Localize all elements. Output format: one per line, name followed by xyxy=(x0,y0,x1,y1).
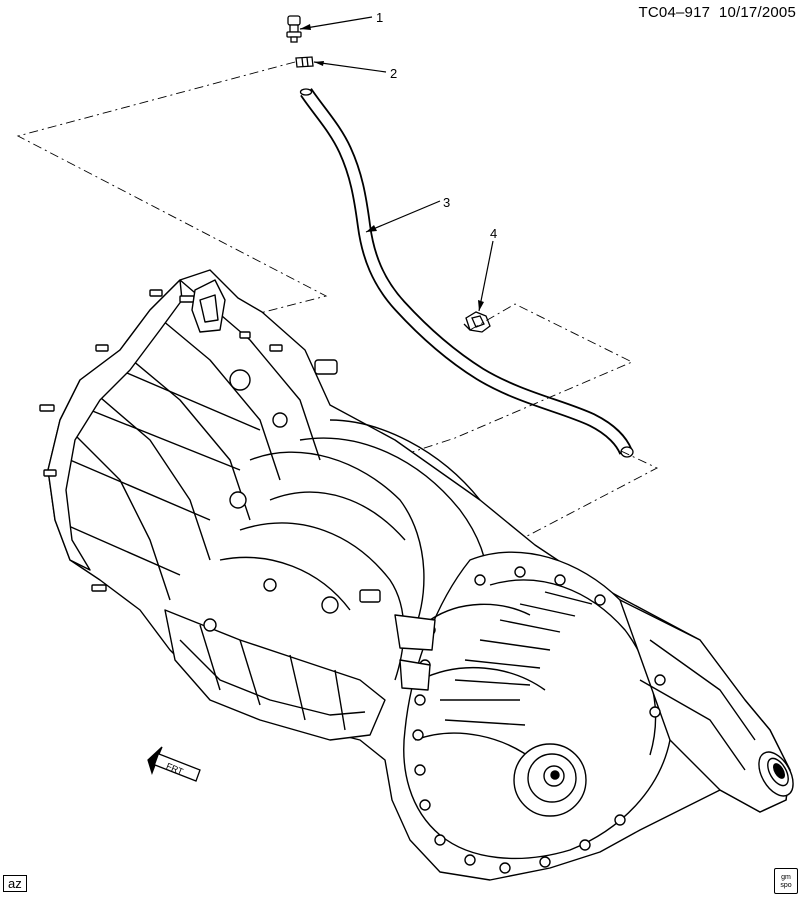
logo-line-2: spo xyxy=(780,882,792,889)
part-2-hose-clamp xyxy=(295,56,314,68)
diagram-code: TC04–917 xyxy=(638,4,711,21)
leader-arrowheads xyxy=(300,24,484,311)
document-id: TC04–917 10/17/2005 xyxy=(639,4,796,21)
view-code-box: az xyxy=(3,875,27,892)
callout-leaders xyxy=(299,16,494,312)
part-1-vent-fitting xyxy=(286,15,302,43)
callout-3: 3 xyxy=(443,195,450,210)
part-3-vent-hose xyxy=(299,88,634,458)
callout-4: 4 xyxy=(490,226,497,241)
part-4-hose-clip xyxy=(463,311,491,333)
logo-line-1: gm xyxy=(781,874,791,881)
transmission-assembly xyxy=(39,269,794,881)
callout-2: 2 xyxy=(390,66,397,81)
diagram-date: 10/17/2005 xyxy=(718,4,796,21)
gm-spo-logo: gm spo xyxy=(774,868,798,894)
callout-1: 1 xyxy=(376,10,383,25)
view-code: az xyxy=(8,876,22,891)
front-direction-arrow xyxy=(147,746,201,782)
bellhousing-studs xyxy=(39,289,283,592)
